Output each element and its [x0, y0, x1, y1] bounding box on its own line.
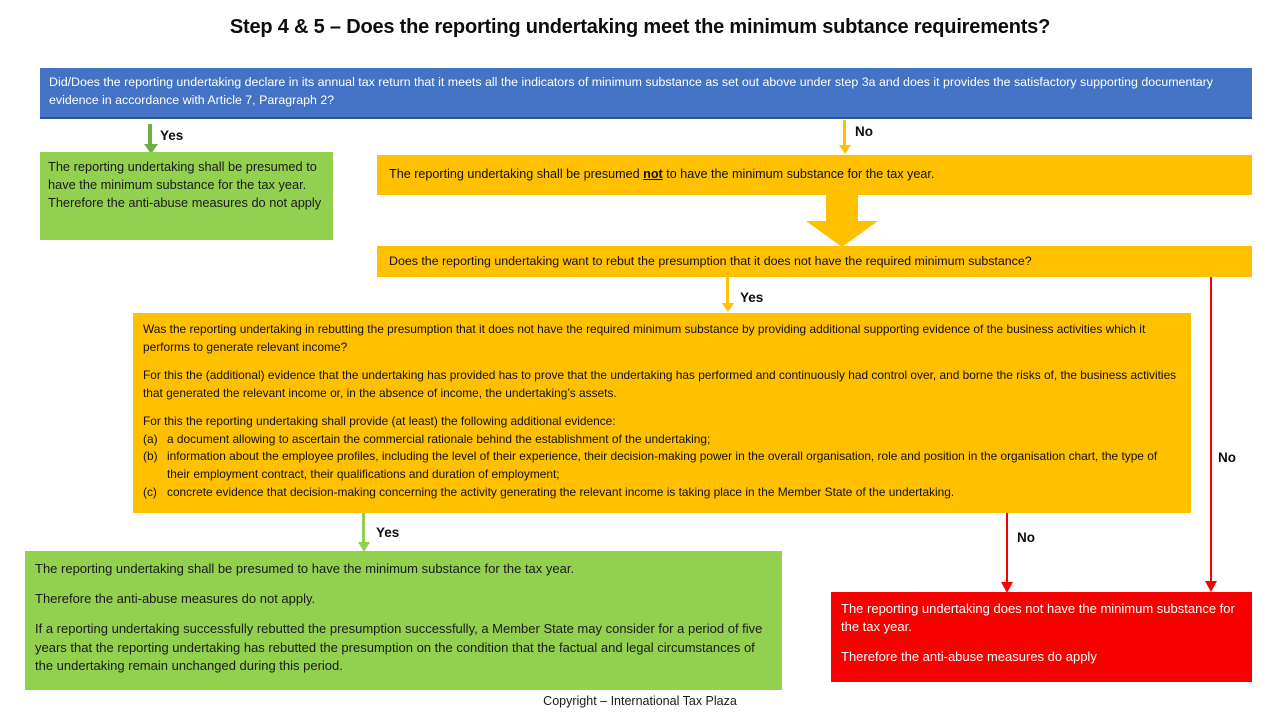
node-outcome-rebutted[interactable]: The reporting undertaking shall be presu… — [25, 551, 782, 690]
list-text: concrete evidence that decision-making c… — [167, 485, 955, 500]
edge-yes-top-arrow — [144, 124, 158, 154]
edge-yes-bottom-shaft — [362, 513, 365, 544]
edge-presumed-to-rebut-arrow — [806, 195, 878, 247]
edge-no-bottom-shaft — [1006, 513, 1008, 584]
spacer — [841, 637, 1242, 648]
node-decision-rebut[interactable]: Does the reporting undertaking want to r… — [377, 246, 1252, 277]
node-outcome-no-substance-para-1: The reporting undertaking does not have … — [841, 601, 1235, 635]
spacer — [143, 403, 1181, 413]
edge-no-top-shaft — [843, 120, 846, 147]
edge-label-yes-bottom: Yes — [376, 525, 400, 540]
node-presumed-not-text-before: The reporting undertaking shall be presu… — [389, 167, 644, 181]
edge-yes-top-shaft — [148, 124, 152, 146]
edge-yes-bottom-head — [358, 542, 370, 552]
edge-label-no-right-long: No — [1218, 450, 1236, 465]
list-text: information about the employee profiles,… — [167, 449, 1158, 482]
edge-label-no-bottom: No — [1017, 530, 1035, 545]
node-outcome-rebutted-para-1: The reporting undertaking shall be presu… — [35, 561, 575, 576]
edge-yes-middle-arrow — [722, 277, 734, 314]
edge-no-bottom-head — [1001, 582, 1013, 593]
list-marker: (a) — [143, 431, 158, 446]
node-decision-evidence-list-item: (c) concrete evidence that decision-maki… — [143, 484, 1181, 502]
node-decision-evidence-list-item: (b) information about the employee profi… — [143, 448, 1181, 484]
copyright-footer: Copyright – International Tax Plaza — [543, 694, 737, 708]
edge-yes-middle-head — [722, 303, 734, 312]
node-decision-evidence-list-item: (a) a document allowing to ascertain the… — [143, 431, 1181, 449]
spacer — [35, 579, 772, 590]
edge-label-yes-middle: Yes — [740, 290, 764, 305]
node-outcome-has-substance-text: The reporting undertaking shall be presu… — [48, 159, 322, 211]
list-text: a document allowing to ascertain the com… — [167, 431, 711, 446]
edge-presumed-to-rebut-head — [806, 221, 878, 247]
edge-yes-top-head — [144, 144, 158, 154]
edge-no-right-long-arrow — [1205, 277, 1217, 593]
node-outcome-rebutted-para-2: Therefore the anti-abuse measures do not… — [35, 590, 316, 606]
node-outcome-rebutted-para-3: If a reporting undertaking successfully … — [35, 620, 763, 674]
list-marker: (b) — [143, 449, 158, 464]
edge-label-yes-top: Yes — [160, 128, 184, 143]
node-decision-rebut-text: Does the reporting undertaking want to r… — [389, 254, 1032, 268]
edge-label-no-top: No — [855, 124, 873, 139]
node-presumed-not-emphasis: not — [643, 167, 663, 181]
node-presumed-not[interactable]: The reporting undertaking shall be presu… — [377, 155, 1252, 195]
edge-no-right-long-head — [1205, 581, 1217, 592]
node-outcome-has-substance[interactable]: The reporting undertaking shall be presu… — [40, 152, 333, 240]
edge-yes-middle-shaft — [726, 277, 729, 305]
node-presumed-not-text-after: to have the minimum substance for the ta… — [662, 167, 935, 181]
node-decision-declaration-text: Did/Does the reporting undertaking decla… — [49, 75, 1213, 107]
node-decision-evidence-para-1: Was the reporting undertaking in rebutti… — [143, 322, 1146, 354]
edge-presumed-to-rebut-shaft — [826, 195, 858, 223]
node-outcome-no-substance[interactable]: The reporting undertaking does not have … — [831, 592, 1252, 682]
spacer — [143, 357, 1181, 367]
node-decision-evidence-para-3: For this the reporting undertaking shall… — [143, 413, 616, 428]
node-decision-declaration[interactable]: Did/Does the reporting undertaking decla… — [40, 68, 1252, 119]
page-title: Step 4 & 5 – Does the reporting undertak… — [229, 16, 1051, 38]
edge-no-bottom-arrow — [1001, 513, 1013, 593]
node-decision-evidence-para-2: For this the (additional) evidence that … — [143, 367, 1177, 400]
edge-yes-bottom-arrow — [358, 513, 370, 553]
edge-no-top-arrow — [839, 120, 851, 156]
node-decision-evidence[interactable]: Was the reporting undertaking in rebutti… — [133, 313, 1191, 513]
edge-no-top-head — [839, 145, 851, 154]
list-marker: (c) — [143, 485, 157, 500]
edge-no-right-long-shaft — [1210, 277, 1212, 583]
node-outcome-no-substance-para-2: Therefore the anti-abuse measures do app… — [841, 648, 1097, 664]
spacer — [35, 609, 772, 620]
